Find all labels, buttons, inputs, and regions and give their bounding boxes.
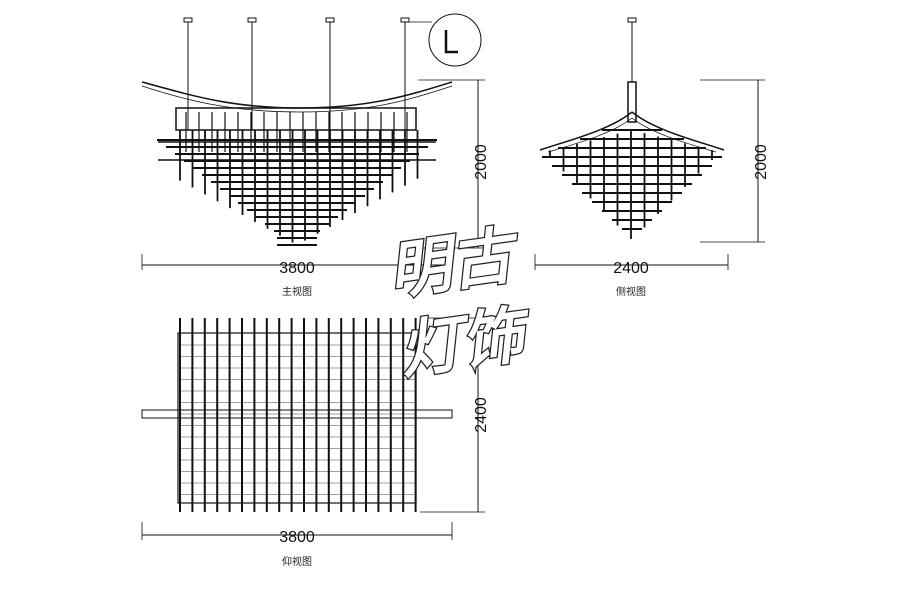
front-view-width-dimension: 3800 [141,254,453,277]
ceiling-plate [183,17,193,23]
bottom-view-slats [179,318,417,512]
bottom-view-caption: 仰视图 [282,555,312,568]
ceiling-plate [247,17,257,23]
side-view: 2000 2400 侧视图 [534,17,770,298]
bottom-view-height-label: 2400 [473,397,490,433]
watermark-line1: 明古 [384,217,526,308]
bottom-view-width-dimension: 3800 [141,522,453,546]
bottom-view-height-dimension: 2400 [420,317,490,513]
side-view-ceiling-plate [627,17,637,23]
side-view-caption: 侧视图 [616,285,646,298]
detail-callout-circle [428,13,482,67]
front-view-caption: 主视图 [282,285,312,298]
side-view-post [627,81,637,123]
front-view-roof-curve-inner [141,85,453,113]
front-view: 2000 3800 主视图 [141,13,490,298]
watermark: 明古 灯饰 [383,216,538,389]
side-view-height-dimension: 2000 [700,79,770,243]
ceiling-plate [325,17,335,23]
side-view-lattice [542,129,722,239]
front-view-suspension-rods [183,17,410,130]
side-view-width-dimension: 2400 [534,254,729,277]
side-view-roof-left [539,111,633,151]
side-view-width-label: 2400 [613,260,649,277]
front-view-top-frame [175,107,417,131]
bottom-view: 2400 3800 仰视图 [141,317,490,568]
bottom-view-width-label: 3800 [279,529,315,546]
watermark-line2: 灯饰 [395,297,537,388]
detail-callout-bracket [444,30,458,54]
side-view-roof-right [631,111,725,151]
front-view-height-label: 2000 [473,144,490,180]
front-view-lattice [157,112,437,246]
front-view-height-dimension: 2000 [418,79,490,249]
front-view-width-label: 3800 [279,260,315,277]
ceiling-plate [400,17,410,23]
bottom-view-crossbeam [141,409,453,419]
side-view-height-label: 2000 [753,144,770,180]
